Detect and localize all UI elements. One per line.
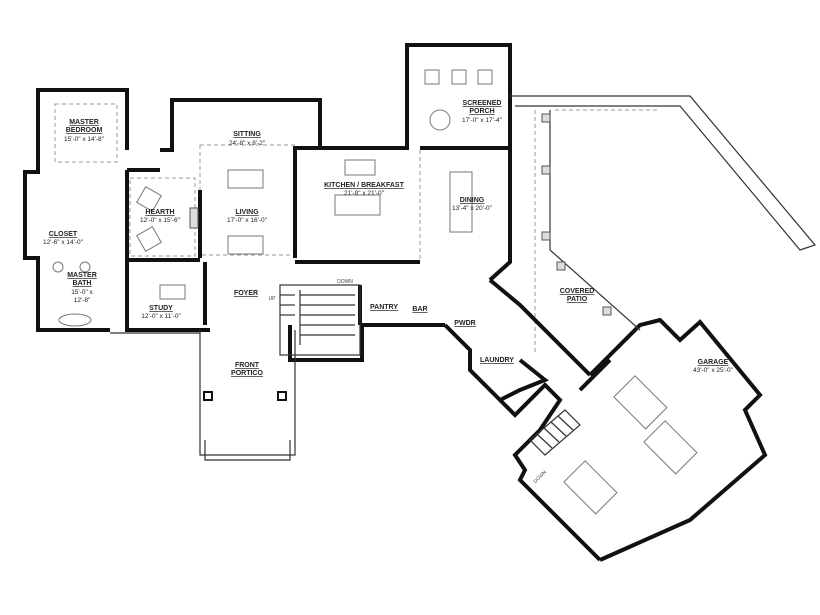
front-portico xyxy=(110,330,296,461)
garage-stairs-down-label: DOWN xyxy=(533,469,549,485)
covered-patio-label-2: PATIO xyxy=(567,296,588,303)
stairs-down-label: DOWN xyxy=(337,279,353,285)
hearth-label: HEARTH xyxy=(145,209,174,216)
living-size: 17'-0" x 16'-0" xyxy=(227,217,268,224)
kitchen-label: KITCHEN / BREAKFAST xyxy=(324,182,404,189)
garage-size: 43'-0" x 25'-0" xyxy=(693,367,734,374)
furniture xyxy=(52,69,698,515)
sitting-label: SITTING xyxy=(233,131,261,138)
garage-stairs xyxy=(529,409,581,456)
patio-outline xyxy=(510,95,817,331)
front-portico-label-2: PORTICO xyxy=(231,370,263,377)
study-label: STUDY xyxy=(149,305,173,312)
living-label: LIVING xyxy=(235,209,259,216)
foyer-label: FOYER xyxy=(234,290,258,297)
kitchen-size: 21'-9" x 21'-0" xyxy=(344,190,385,197)
room-labels: MASTER BEDROOM 15'-0" x 14'-8" SITTING 2… xyxy=(43,100,734,485)
covered-patio-label: COVERED xyxy=(560,288,595,295)
screened-porch-label-2: PORCH xyxy=(469,108,494,115)
stairs-up-label: UP xyxy=(269,296,277,302)
master-bedroom-label-2: BEDROOM xyxy=(66,127,103,134)
study-size: 12'-0" x 11'-0" xyxy=(141,313,181,320)
laundry-label: LAUNDRY xyxy=(480,357,514,364)
master-bath-size: 15'-0" x xyxy=(71,289,93,296)
hearth-size: 12'-0" x 15'-6" xyxy=(140,217,181,224)
screened-porch-label: SCREENED xyxy=(463,100,502,107)
master-bedroom-label: MASTER xyxy=(69,119,99,126)
master-bedroom-size: 15'-0" x 14'-8" xyxy=(64,136,105,143)
closet-label: CLOSET xyxy=(49,231,78,238)
pantry-label: PANTRY xyxy=(370,304,398,311)
dining-label: DINING xyxy=(460,197,485,204)
main-stairs xyxy=(279,284,361,356)
garage-label: GARAGE xyxy=(698,359,729,366)
bar-label: BAR xyxy=(412,306,427,313)
screened-porch-size: 17'-0" x 17'-4" xyxy=(462,117,503,124)
closet-size: 12'-6" x 14'-0" xyxy=(43,239,84,246)
master-bath-label: MASTER xyxy=(67,272,97,279)
front-portico-label: FRONT xyxy=(235,362,260,369)
master-bath-label-2: BATH xyxy=(73,280,92,287)
sitting-size: 24'-8" x 8'-2" xyxy=(229,140,266,147)
pwdr-label: PWDR xyxy=(454,320,475,327)
walls xyxy=(23,43,768,562)
master-bath-size-2: 12'-8" xyxy=(74,297,91,304)
dining-size: 13'-4" x 20'-0" xyxy=(452,205,493,212)
ceiling-outlines xyxy=(54,103,660,355)
